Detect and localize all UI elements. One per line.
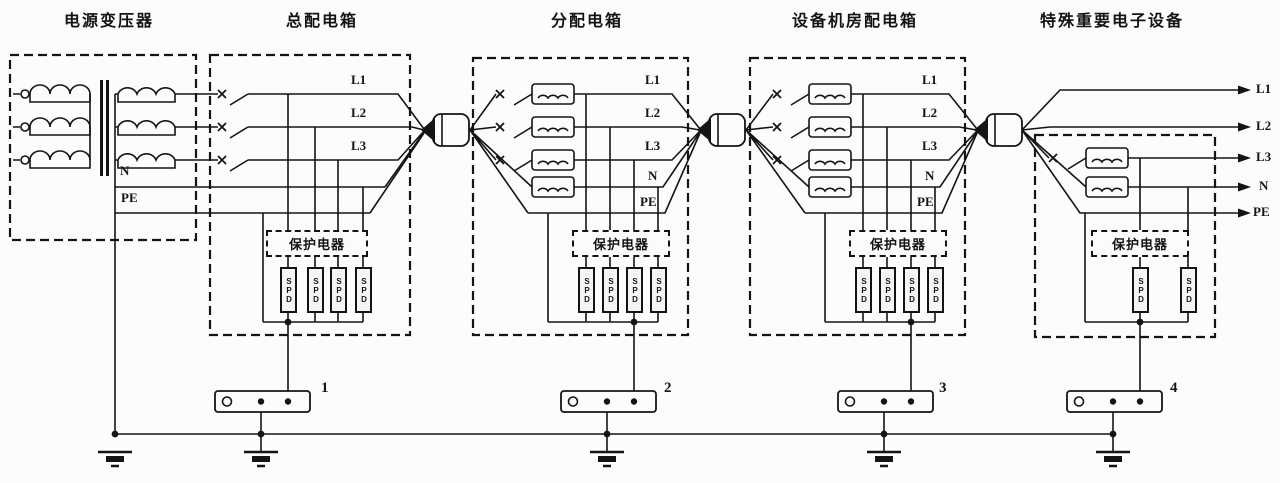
inductors-sub-box <box>531 83 575 198</box>
transformer-symbol <box>13 80 176 434</box>
special-box-outline <box>1033 133 1217 339</box>
line-label-pe-equip: PE <box>917 194 934 209</box>
line-label-l2-output: L2 <box>1256 118 1272 133</box>
ground-symbols <box>98 450 1130 468</box>
protector-box-equip: 保护电器 <box>849 230 947 257</box>
protector-box-main: 保护电器 <box>266 230 368 257</box>
ground-bars <box>214 390 1163 413</box>
ground-bar-number-2: 2 <box>664 380 672 396</box>
spd-module: SPD <box>855 267 872 313</box>
spd-module: SPD <box>927 267 944 313</box>
spd-module: SPD <box>280 267 297 313</box>
protector-box-special: 保护电器 <box>1091 230 1189 257</box>
section-title-transformer: 电源变压器 <box>64 13 155 30</box>
line-label-n-output: N <box>1259 178 1269 193</box>
section-title-equip-box: 设备机房配电箱 <box>792 13 919 30</box>
section-title-sub-box: 分配电箱 <box>551 13 624 30</box>
line-label-l1-equip: L1 <box>922 72 938 87</box>
ground-bar-number-3: 3 <box>939 380 947 396</box>
inductors-equip-box <box>808 83 852 198</box>
line-label-n-transformer: N <box>120 163 130 178</box>
spd-module: SPD <box>879 267 896 313</box>
inductors-special-box <box>1085 147 1129 198</box>
equip-box-outline <box>748 56 967 337</box>
line-label-l1-output: L1 <box>1256 81 1272 96</box>
spd-module: SPD <box>330 267 347 313</box>
protector-box-sub: 保护电器 <box>572 230 670 257</box>
spd-module: SPD <box>903 267 920 313</box>
line-label-n-equip: N <box>925 168 935 183</box>
line-label-l1-sub: L1 <box>645 72 661 87</box>
spd-module: SPD <box>650 267 667 313</box>
sub-box-outline <box>471 56 690 337</box>
line-label-n-sub: N <box>648 168 658 183</box>
line-label-l2-equip: L2 <box>922 105 938 120</box>
transformer-box-outline <box>8 53 198 242</box>
spd-module: SPD <box>578 267 595 313</box>
line-label-l3-sub: L3 <box>645 138 661 153</box>
cable-connector <box>974 113 1023 147</box>
section-title-main-box: 总配电箱 <box>286 13 359 30</box>
line-label-l3-output: L3 <box>1256 149 1272 164</box>
line-label-l2-sub: L2 <box>645 105 661 120</box>
ground-bar-number-4: 4 <box>1170 380 1178 396</box>
line-label-pe-transformer: PE <box>121 190 138 205</box>
line-label-l3-equip: L3 <box>922 138 938 153</box>
spd-module: SPD <box>1180 267 1197 313</box>
line-label-l3-main: L3 <box>351 138 367 153</box>
main-box-outline <box>208 53 412 337</box>
output-arrows <box>1238 85 1251 218</box>
spd-module: SPD <box>355 267 372 313</box>
line-label-l2-main: L2 <box>351 105 367 120</box>
spd-module: SPD <box>602 267 619 313</box>
cable-connector <box>421 113 470 147</box>
section-title-special-box: 特殊重要电子设备 <box>1040 13 1185 30</box>
line-label-l1-main: L1 <box>351 72 367 87</box>
spd-module: SPD <box>307 267 324 313</box>
line-label-pe-sub: PE <box>640 194 657 209</box>
ground-bar-number-1: 1 <box>321 380 329 396</box>
cable-connector <box>697 113 746 147</box>
spd-module: SPD <box>1132 267 1149 313</box>
line-label-pe-output: PE <box>1253 204 1270 219</box>
junction-dots <box>111 318 1144 438</box>
spd-module: SPD <box>626 267 643 313</box>
